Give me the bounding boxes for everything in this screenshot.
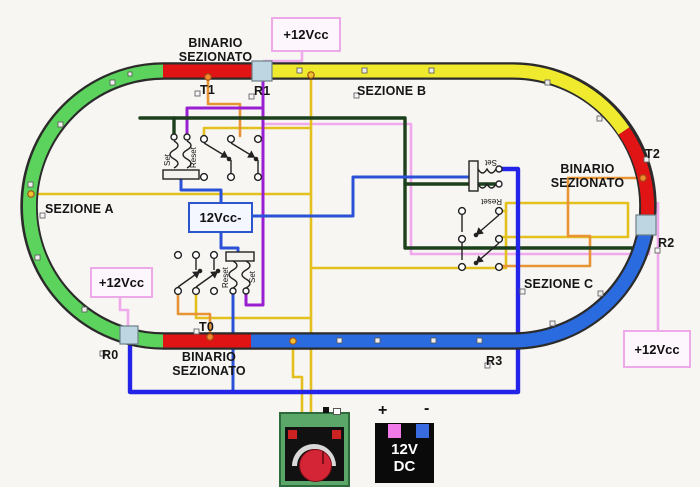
supply-box-bottom-right: +12Vcc <box>623 330 691 368</box>
connector-r1 <box>251 60 273 82</box>
label-r0: R0 <box>102 348 119 362</box>
relay1-reset-coil <box>182 140 192 169</box>
psu-minus-sign: - <box>424 400 430 417</box>
relay-3: Set Reset <box>457 158 504 272</box>
psu-terminal-negative <box>416 424 429 438</box>
relay2-reset-coil <box>228 260 238 289</box>
binario-right-line2: SEZIONATO <box>550 176 625 190</box>
relay3-contacts <box>457 206 504 272</box>
psu-plus-sign: + <box>378 402 388 419</box>
supply-box-top: +12Vcc <box>271 17 341 52</box>
connector-r2 <box>635 214 657 236</box>
psu-12v-dc: 12V DC <box>375 423 434 483</box>
relay2-reset-label: Reset <box>221 266 230 288</box>
tap-sezione-b <box>307 71 315 79</box>
label-sezione-c: SEZIONE C <box>524 277 594 291</box>
relay1-contacts <box>199 134 263 182</box>
controller-dial-arc <box>292 444 336 466</box>
binario-sezionato-bottom: BINARIO SEZIONATO <box>153 350 265 378</box>
wire-12v-to-r0 <box>118 292 130 330</box>
binario-top-line1: BINARIO <box>188 36 243 50</box>
wiring-layer <box>29 47 660 415</box>
label-t2: T2 <box>645 147 660 161</box>
wire-yellow-relay2 <box>194 292 313 320</box>
controller-lamp-right <box>332 430 341 439</box>
tap-dots <box>27 71 647 345</box>
tap-t2 <box>639 174 647 182</box>
relay1-reset-label: Reset <box>189 146 198 168</box>
tap-t1 <box>204 73 212 81</box>
binario-sezionato-top: BINARIO SEZIONATO <box>158 36 273 64</box>
wire-orange-t2 <box>500 176 645 268</box>
binario-bottom-line1: BINARIO <box>181 350 237 364</box>
psu-terminal-positive <box>388 424 401 438</box>
label-r2: R2 <box>658 236 675 250</box>
wire-yellow-track-c <box>291 343 304 415</box>
binario-right-line1: BINARIO <box>560 162 615 176</box>
wire-orange-t0 <box>176 292 212 337</box>
supply-box-bottom-left: +12Vcc <box>90 267 153 298</box>
tap-t0 <box>206 333 214 341</box>
track-outline <box>20 62 657 350</box>
controller-panel <box>285 427 344 482</box>
label-r1: R1 <box>254 84 271 98</box>
tap-sezione-a <box>27 190 35 198</box>
controller-lamp-left <box>288 430 297 439</box>
binario-sezionato-right: BINARIO SEZIONATO <box>540 162 635 190</box>
rail-connectors <box>119 60 657 345</box>
track-section-c-blue <box>251 226 653 348</box>
label-t0: T0 <box>199 320 214 334</box>
relay1-set-label: Set <box>163 153 172 166</box>
wire-yellow-relay1 <box>202 126 313 138</box>
relay1-set-coil <box>169 140 179 169</box>
relay-1: Set Reset <box>162 133 263 182</box>
connector-r0 <box>119 325 139 345</box>
wire-purple-relay1 <box>185 106 265 136</box>
label-sezione-a: SEZIONE A <box>45 202 114 216</box>
relay3-reset-label: Reset <box>480 197 502 206</box>
label-t1: T1 <box>200 83 215 97</box>
purple-wires <box>185 79 265 307</box>
relay2-contacts <box>173 250 221 296</box>
wire-blue-loop-r0-r2 <box>127 166 521 395</box>
wire-purple-r1-relay2 <box>244 79 265 307</box>
speed-controller <box>279 407 350 487</box>
controller-knob <box>299 449 332 482</box>
relay3-reset-coil <box>477 182 497 189</box>
label-r3: R3 <box>486 354 503 368</box>
relay3-set-coil <box>477 167 497 174</box>
track-section-a-green <box>22 64 166 348</box>
binario-top-line2: SEZIONATO <box>178 50 253 64</box>
relay-2: Reset Set <box>173 250 257 296</box>
label-sezione-b: SEZIONE B <box>357 84 427 98</box>
relay2-set-label: Set <box>248 270 257 283</box>
relay2-set-coil <box>241 260 251 289</box>
controller-switch <box>323 407 329 413</box>
psu-label-line1: 12V <box>391 441 418 458</box>
rail-joint-markers <box>27 67 604 344</box>
track-sectioned-right-red <box>618 127 655 221</box>
yellow-wires <box>29 76 630 415</box>
psu-label-line2: DC <box>393 458 416 475</box>
track-section-b-yellow <box>272 64 630 135</box>
knob-pointer <box>321 451 324 464</box>
label-markers <box>39 90 661 369</box>
wire-blue-minus-relay3 <box>247 175 473 218</box>
supply-box-minus: 12Vcc- <box>188 202 253 233</box>
wire-blue-relay1-minus <box>179 177 223 204</box>
track-oval <box>20 60 661 369</box>
orange-wires <box>176 77 645 337</box>
tap-sezione-c <box>289 337 297 345</box>
wire-orange-t1 <box>206 77 242 138</box>
binario-bottom-line2: SEZIONATO <box>172 364 246 378</box>
controller-button <box>333 408 341 415</box>
wire-blue-minus-relay2 <box>219 227 240 254</box>
relay3-set-label: Set <box>484 158 497 167</box>
